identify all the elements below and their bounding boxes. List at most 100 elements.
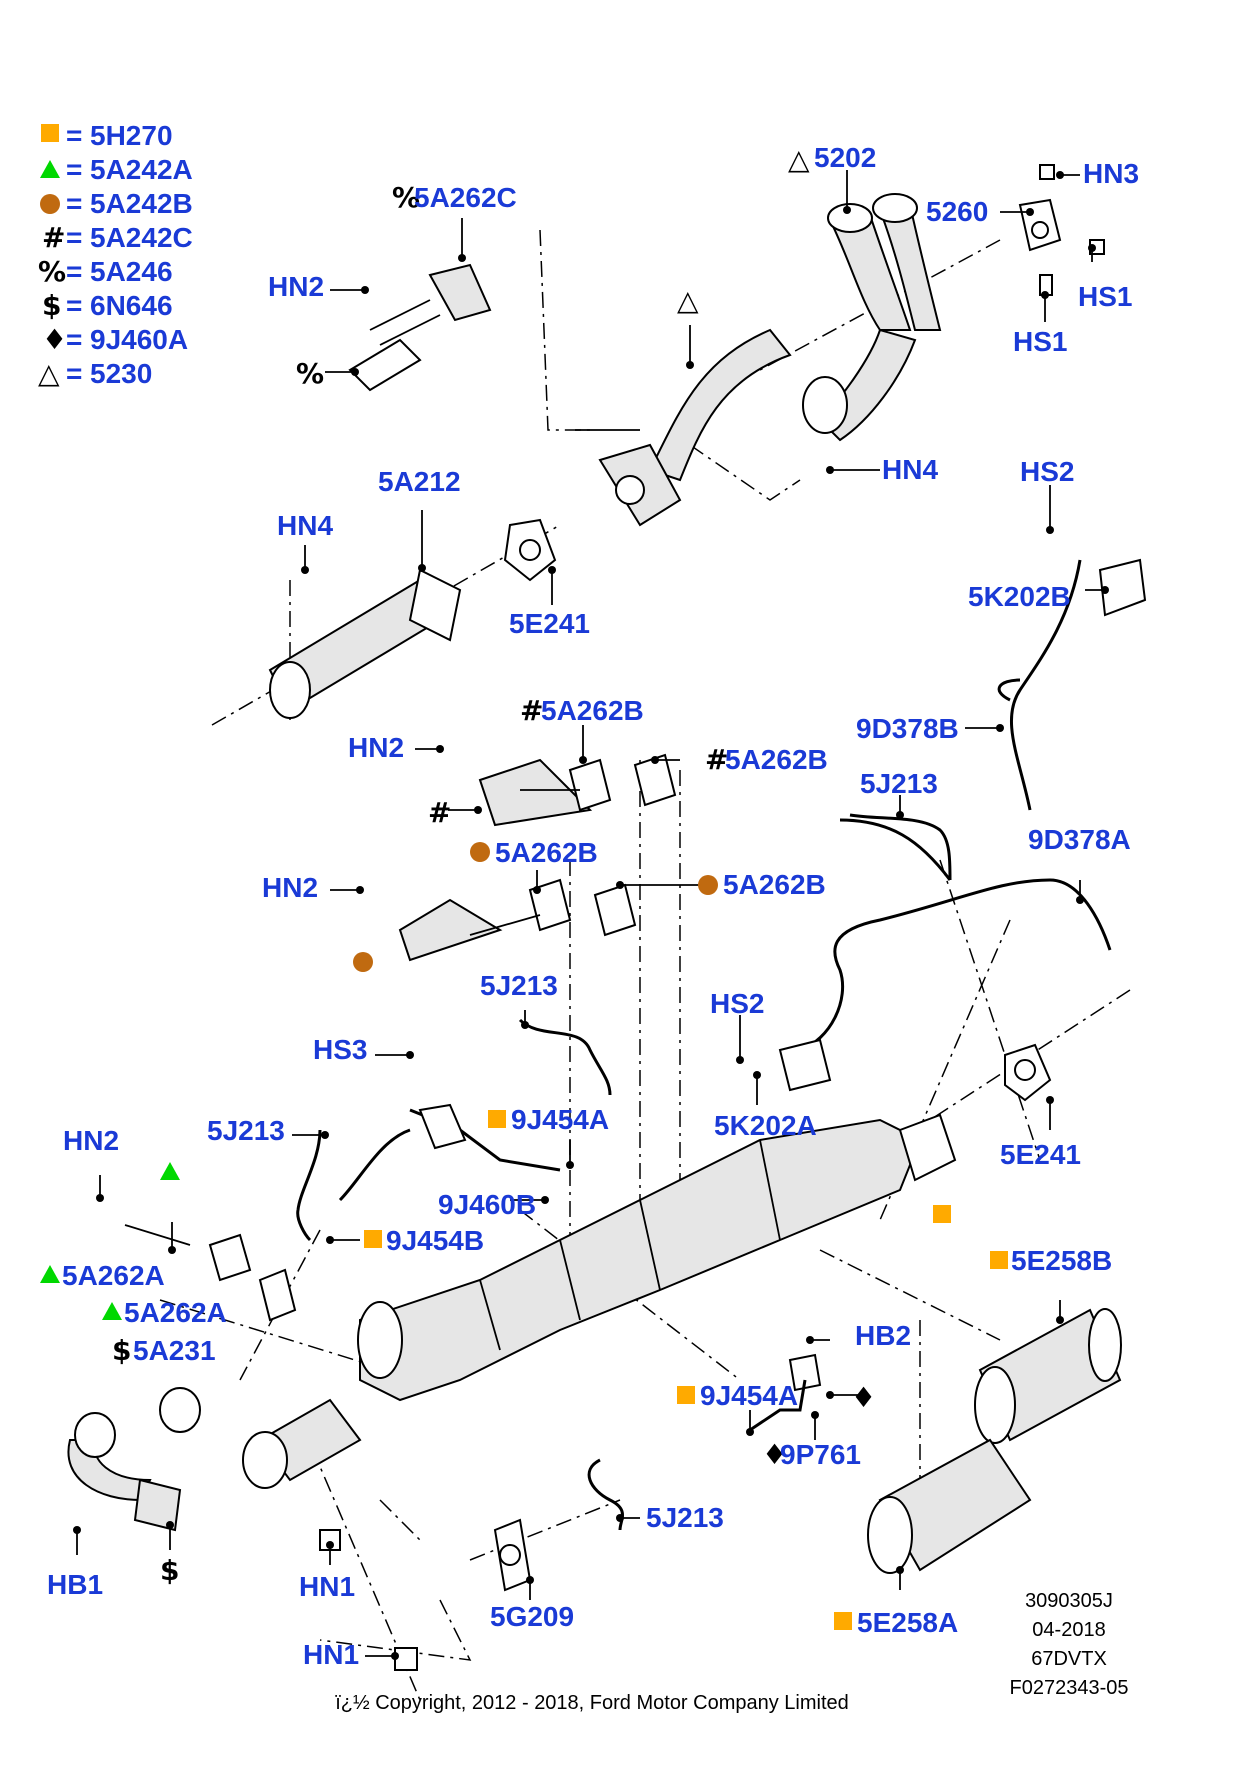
legend-eq: = [66, 256, 82, 287]
label-5260: 5260 [926, 196, 988, 227]
label-9j454a-upper: 9J454A [511, 1104, 609, 1135]
dollar-callout: $ [160, 1554, 179, 1587]
legend-eq: = [66, 120, 82, 151]
legend-square-icon [41, 124, 59, 142]
o2-sensor-harness [778, 558, 1147, 1092]
legend-eq: = [66, 290, 82, 321]
legend-circle-icon [40, 194, 60, 214]
label-hs3: HS3 [313, 1034, 367, 1065]
sensor-5j213-left [296, 1129, 322, 1242]
label-5202: 5202 [814, 142, 876, 173]
legend: = 5H270 = 5A242A = 5A242B # = 5A242C % =… [38, 120, 193, 390]
label-hb1: HB1 [47, 1569, 103, 1600]
meta-code: 67DVTX [1031, 1648, 1107, 1670]
label-hn1-lower: HN1 [303, 1639, 359, 1670]
shield-5e258b [974, 1308, 1122, 1444]
hash-symbol-2: # [705, 743, 728, 776]
label-5a262b-circle-1: 5A262B [495, 837, 598, 868]
legend-diamond-icon: ♦ [42, 323, 67, 356]
pipe-5a212 [268, 568, 462, 719]
gasket-5e241-top [503, 518, 557, 582]
label-5e241-top: 5E241 [509, 608, 590, 639]
label-5j213-left: 5J213 [207, 1115, 285, 1146]
circle-marker-bracket [353, 952, 373, 972]
square-marker-9j454a-lower [677, 1386, 695, 1404]
legend-code-5a242c: 5A242C [90, 222, 193, 253]
legend-eq: = [66, 324, 82, 355]
label-hb2: HB2 [855, 1320, 911, 1351]
meta-drawing-number: 3090305J [1025, 1590, 1113, 1612]
open-triangle-callout: △ [677, 284, 699, 317]
label-5e258a: 5E258A [857, 1607, 958, 1638]
flange-5g209 [493, 1518, 532, 1592]
label-hn3: HN3 [1083, 158, 1139, 189]
legend-dollar-icon: $ [42, 289, 61, 322]
sensor-5j213-right [849, 813, 952, 881]
legend-code-5230: 5230 [90, 358, 152, 389]
label-9j460b: 9J460B [438, 1189, 536, 1220]
label-5a262a-2: 5A262A [124, 1297, 227, 1328]
label-9p761: 9P761 [780, 1439, 861, 1470]
legend-code-5a242a: 5A242A [90, 154, 193, 185]
triangle-marker-hanger [160, 1162, 180, 1180]
label-5k202b: 5K202B [968, 581, 1071, 612]
label-5j213-center: 5J213 [480, 970, 558, 1001]
label-5j213-lower: 5J213 [646, 1502, 724, 1533]
square-marker-5e258a [834, 1612, 852, 1630]
label-9j454a-lower: 9J454A [700, 1380, 798, 1411]
legend-hash-icon: # [42, 221, 65, 254]
percent-callout: % [296, 357, 324, 390]
legend-code-9j460a: 9J460A [90, 324, 188, 355]
square-marker-5e241 [933, 1205, 951, 1223]
diamond-callout: ♦ [851, 1381, 876, 1414]
label-hn1-upper: HN1 [299, 1571, 355, 1602]
gasket-5e241-right [1004, 1043, 1052, 1102]
label-hn2-top: HN2 [268, 271, 324, 302]
label-hn2-left: HN2 [63, 1125, 119, 1156]
sensor-5j213-center [518, 1018, 612, 1096]
label-9j454b: 9J454B [386, 1225, 484, 1256]
label-hs2-top: HS2 [1020, 456, 1074, 487]
tailpipe-5202 [802, 193, 942, 442]
elbow-5a231 [67, 1387, 201, 1532]
label-9d378b: 9D378B [856, 713, 959, 744]
pipe-5230 [575, 328, 792, 527]
diamond-symbol: ♦ [762, 1438, 787, 1471]
legend-eq: = [66, 358, 82, 389]
legend-open-triangle-icon: △ [38, 357, 60, 390]
dollar-symbol: $ [112, 1334, 131, 1367]
percent-symbol: % [392, 181, 420, 214]
inlet-pipe [242, 1398, 362, 1489]
leader-lines [73, 170, 1109, 1660]
label-5a231: 5A231 [133, 1335, 216, 1366]
label-5k202a: 5K202A [714, 1110, 817, 1141]
copyright-notice: ï¿½ Copyright, 2012 - 2018, Ford Motor C… [335, 1692, 849, 1714]
tube-9j460b [338, 1103, 561, 1202]
label-5e241-right: 5E241 [1000, 1139, 1081, 1170]
label-5e258b: 5E258B [1011, 1245, 1112, 1276]
circle-marker-5a262b-a [470, 842, 490, 862]
hanger-5a262c [348, 263, 492, 392]
circle-marker-5a262b-b [698, 875, 718, 895]
label-5g209: 5G209 [490, 1601, 574, 1632]
legend-code-5a242b: 5A242B [90, 188, 193, 219]
label-5a262b-hash-2: 5A262B [725, 744, 828, 775]
shield-5e258a [867, 1438, 1032, 1574]
dpf-main-body [357, 1113, 957, 1402]
hangers-5a262b-lower [398, 878, 637, 962]
drawing-meta: 3090305J 04-2018 67DVTX F0272343-05 [1010, 1590, 1129, 1699]
open-triangle-symbol: △ [788, 143, 810, 176]
label-5j213-right: 5J213 [860, 768, 938, 799]
square-marker-9j454b [364, 1230, 382, 1248]
triangle-marker-5a262a-1 [40, 1265, 60, 1283]
label-hn2-mid: HN2 [348, 732, 404, 763]
hash-symbol-1: # [520, 694, 543, 727]
legend-triangle-icon [40, 160, 60, 178]
label-5a212: 5A212 [378, 466, 461, 497]
sensor-9j454a-lower [749, 1353, 822, 1432]
hash-callout: # [428, 796, 451, 829]
label-hn2-lower: HN2 [262, 872, 318, 903]
square-marker-5e258b [990, 1251, 1008, 1269]
square-marker-9j454a [488, 1110, 506, 1128]
